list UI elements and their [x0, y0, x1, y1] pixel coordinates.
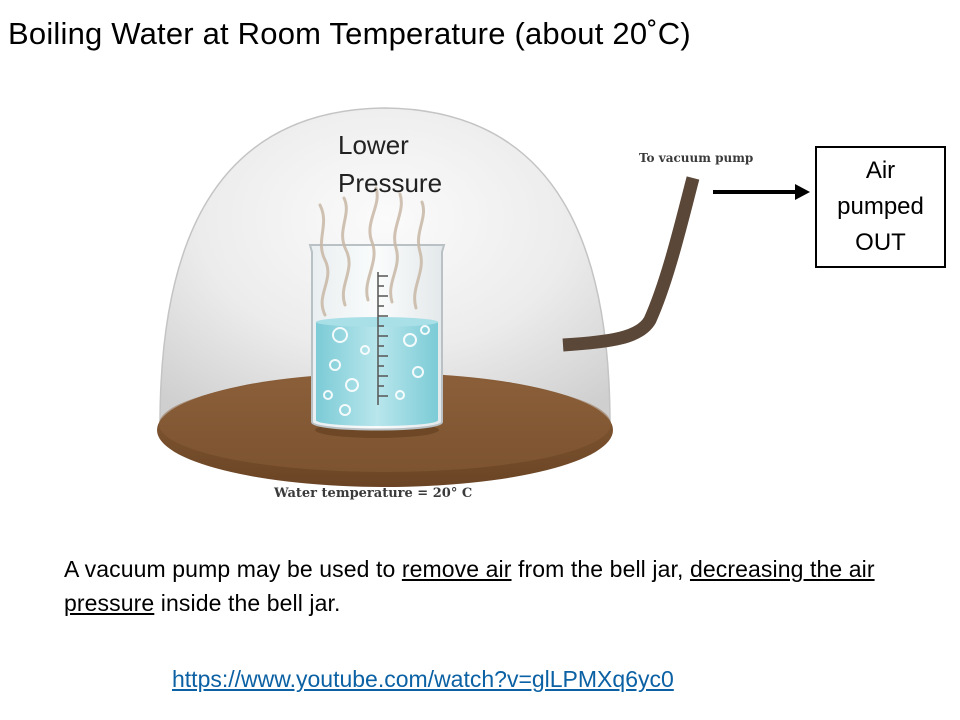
description-part1: A vacuum pump may be used to — [64, 556, 402, 582]
vacuum-pump-label: To vacuum pump — [639, 151, 754, 165]
air-box-line3: OUT — [855, 229, 906, 256]
description-text: A vacuum pump may be used to remove air … — [64, 552, 924, 620]
slide-title: Boiling Water at Room Temperature (about… — [8, 16, 691, 51]
beaker-scale — [377, 272, 388, 405]
description-part2: from the bell jar, — [511, 556, 690, 582]
description-underline2: decreasing the air pressure — [64, 556, 875, 616]
description-part3: inside the bell jar. — [154, 590, 341, 616]
water — [316, 322, 438, 426]
lower-pressure-line2: Pressure — [338, 168, 443, 198]
steam-wisps — [318, 186, 425, 317]
air-out-arrow-head — [795, 184, 810, 200]
lower-pressure-label: Lower Pressure — [338, 126, 442, 202]
air-box-line2: pumped — [837, 193, 924, 220]
description-underline1: remove air — [401, 556, 512, 582]
vacuum-tube — [562, 176, 700, 352]
bubbles — [323, 325, 430, 416]
air-box-line1: Air — [865, 157, 896, 184]
lower-pressure-line1: Lower — [338, 130, 409, 160]
water-temperature-label: Water temperature = 20° C — [274, 486, 473, 501]
youtube-link[interactable]: https://www.youtube.com/watch?v=glLPMXq6… — [172, 666, 674, 692]
air-pumped-out-box: Air pumped OUT — [815, 146, 946, 268]
